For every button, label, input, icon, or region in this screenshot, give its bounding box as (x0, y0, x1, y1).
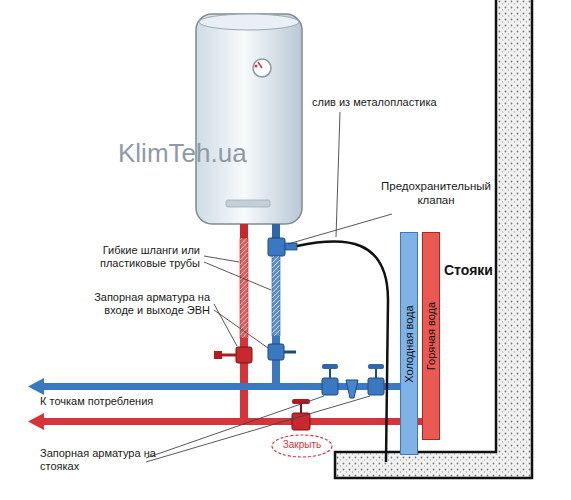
hot-riser: Горячая вода (422, 232, 440, 440)
riser-text: Горячая вода (425, 302, 437, 370)
riser-text: Холодная вода (403, 305, 415, 382)
hose-label: Гибкие шланги или пластиковые трубы (86, 244, 200, 270)
wall (335, 0, 532, 478)
drain-label: слив из металопластика (312, 96, 482, 109)
valve-label: Предохранительный клапан (376, 180, 496, 208)
cold-pipe (28, 224, 404, 398)
outlet-label: К точкам потребления (40, 395, 200, 408)
shutoff-label: Запорная арматура на входе и выходе ЭВН (70, 291, 210, 317)
hot-pipe (28, 224, 426, 430)
water-heater (196, 14, 302, 224)
cold-riser: Холодная вода (400, 232, 418, 455)
drain-hose (297, 241, 388, 462)
close-label: Закрыть (278, 439, 326, 451)
watermark: KlimTeh.ua (118, 138, 288, 169)
close-marker (272, 435, 332, 457)
riser-shutoff-label: Запорная арматура на стояках (40, 447, 165, 473)
risers-label: Стояки (444, 262, 504, 279)
